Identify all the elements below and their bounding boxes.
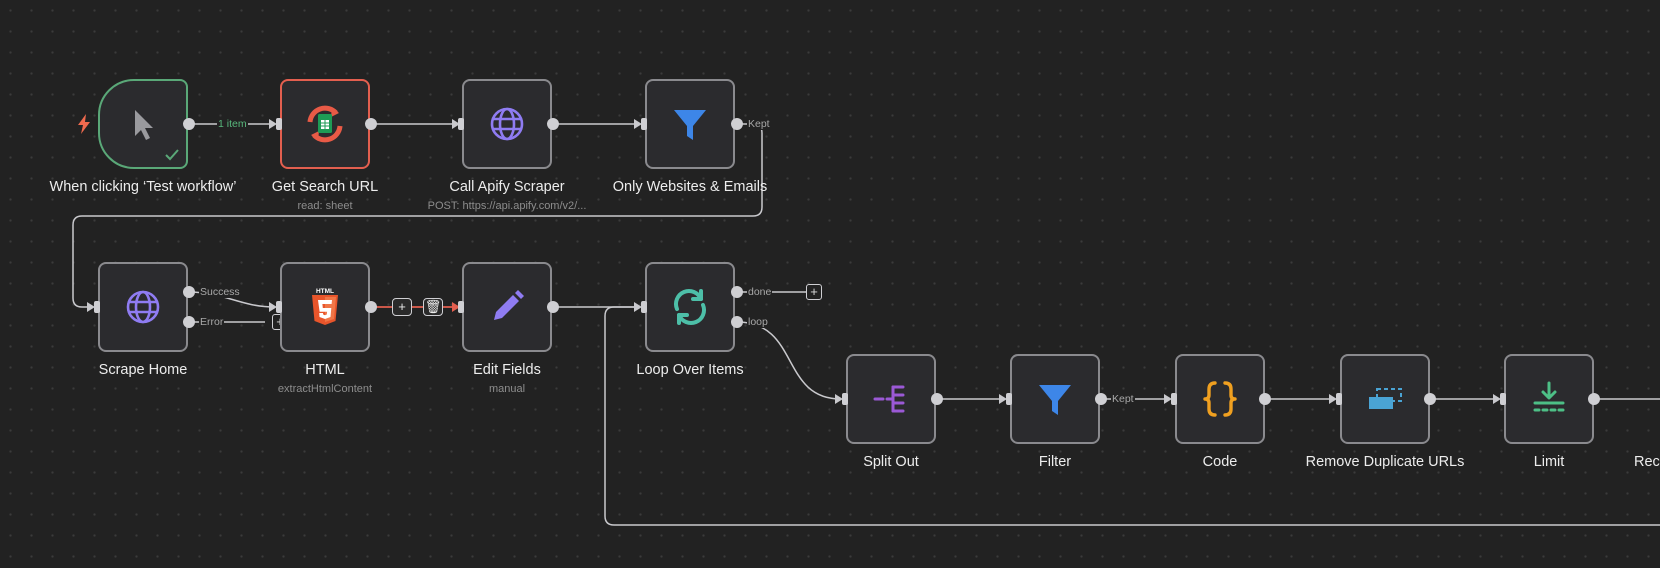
output-port[interactable] [183,118,195,130]
output-port-done[interactable] [731,286,743,298]
edge-label-error: Error [199,316,225,328]
curly-braces-icon [1198,377,1242,421]
pencil-icon [485,285,529,329]
edge-return-to-loop [604,306,1660,526]
output-port[interactable] [547,301,559,313]
edge-label-items: 1 item [217,118,248,130]
output-port[interactable] [365,118,377,130]
node-get-search-url[interactable] [280,79,370,169]
input-port[interactable] [1171,393,1177,405]
node-title: Call Apify Scraper [449,179,565,195]
output-port-success[interactable] [183,286,195,298]
input-port[interactable] [458,118,464,130]
output-port[interactable] [1095,393,1107,405]
node-edit-fields[interactable] [462,262,552,352]
node-title: Code [1202,454,1238,470]
edge-loop-to-split-out [736,321,842,400]
node-split-out[interactable] [846,354,936,444]
limit-icon [1527,377,1571,421]
input-port[interactable] [1336,393,1342,405]
check-icon [165,149,179,161]
node-subtitle: manual [488,383,526,395]
node-only-websites-emails[interactable] [645,79,735,169]
filter-icon [668,102,712,146]
input-port[interactable] [94,301,100,313]
node-subtitle: extractHtmlContent [277,383,373,395]
node-title: Limit [1533,454,1565,470]
globe-icon [121,285,165,329]
node-title-partial: Rec [1634,454,1660,470]
input-port[interactable] [1500,393,1506,405]
google-sheets-sync-icon [303,102,347,146]
node-filter[interactable] [1010,354,1100,444]
add-node-button[interactable]: + [806,284,822,300]
input-port[interactable] [276,118,282,130]
input-port[interactable] [276,301,282,313]
node-title: Scrape Home [98,362,188,378]
output-port[interactable] [547,118,559,130]
node-limit[interactable] [1504,354,1594,444]
node-scrape-home[interactable] [98,262,188,352]
output-port-error[interactable] [183,316,195,328]
node-subtitle: POST: https://api.apify.com/v2/... [427,200,587,212]
node-title: Split Out [863,454,919,470]
input-port[interactable] [842,393,848,405]
node-title: Loop Over Items [636,362,744,378]
output-port[interactable] [931,393,943,405]
edge-label-kept: Kept [747,118,771,130]
edge-add-button[interactable]: + [392,298,412,316]
output-port[interactable] [731,118,743,130]
edge-label-done: done [747,286,773,298]
input-port[interactable] [641,301,647,313]
input-port[interactable] [458,301,464,313]
node-title: Remove Duplicate URLs [1305,454,1465,470]
output-port[interactable] [1424,393,1436,405]
output-port[interactable] [365,301,377,313]
node-html[interactable]: HTML [280,262,370,352]
node-remove-duplicate-urls[interactable] [1340,354,1430,444]
edge-scrape-success-to-html [187,291,276,308]
edge-label-kept: Kept [1111,393,1135,405]
node-call-apify-scraper[interactable] [462,79,552,169]
node-title: HTML [305,362,345,378]
split-out-icon [869,377,913,421]
node-title: Filter [1038,454,1072,470]
node-when-clicking-test-workflow[interactable] [98,79,188,169]
edge-label-loop: loop [747,316,769,328]
node-loop-over-items[interactable] [645,262,735,352]
input-port[interactable] [641,118,647,130]
edge-label-success: Success [199,286,241,298]
remove-duplicates-icon [1363,377,1407,421]
trigger-bolt-icon [78,114,90,134]
globe-icon [485,102,529,146]
output-port-loop[interactable] [731,316,743,328]
node-subtitle: read: sheet [297,200,353,212]
edge-delete-button[interactable]: 🗑 [423,298,443,316]
html5-icon: HTML [303,285,347,329]
node-code[interactable] [1175,354,1265,444]
node-title: Get Search URL [271,179,379,195]
cursor-icon [121,102,165,146]
input-port[interactable] [1006,393,1012,405]
output-port[interactable] [1259,393,1271,405]
node-title: Only Websites & Emails [612,179,768,195]
filter-icon [1033,377,1077,421]
output-port[interactable] [1588,393,1600,405]
node-title: When clicking ‘Test workflow’ [49,179,237,195]
svg-text:HTML: HTML [316,288,334,295]
node-title: Edit Fields [473,362,541,378]
loop-arrows-icon [668,285,712,329]
